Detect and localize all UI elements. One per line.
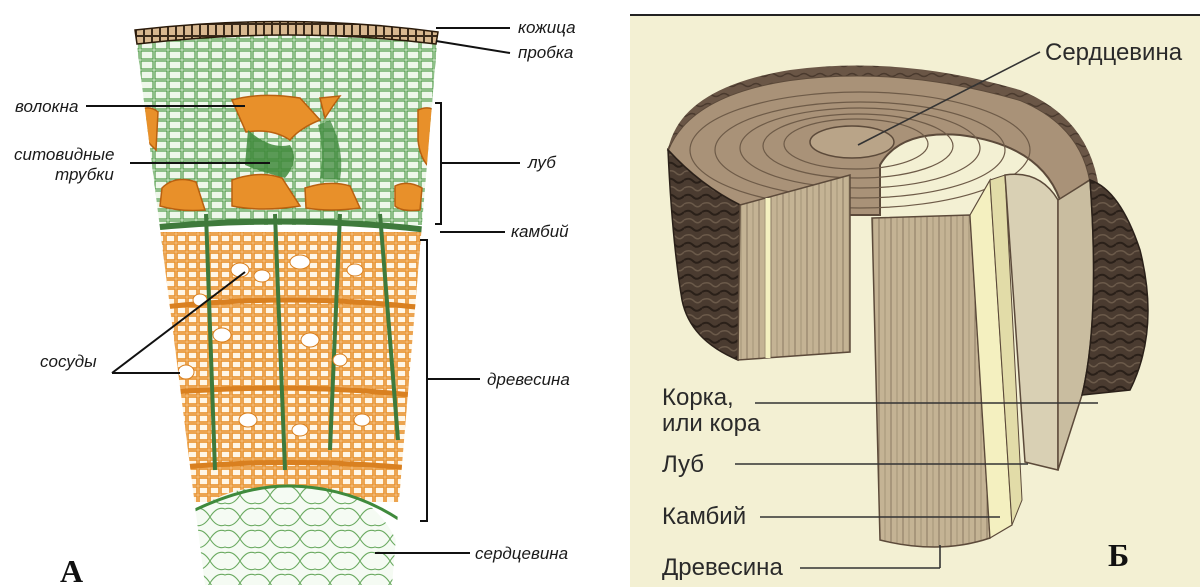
bracket-wood	[420, 240, 427, 521]
panel-b-trunk-3d: Сердцевина Корка, или кора Луб Камбий Др…	[630, 15, 1200, 587]
label-skin: кожица	[518, 18, 576, 37]
label-pith: сердцевина	[475, 544, 568, 563]
label-wood: Древесина	[662, 554, 783, 581]
pith-core	[810, 126, 894, 158]
label-cambium: Камбий	[662, 503, 746, 530]
label-cambium: камбий	[511, 222, 569, 241]
panel-a-tag: А	[60, 553, 83, 587]
label-pith: Сердцевина	[1045, 39, 1183, 66]
label-sieve-tubes-2: трубки	[55, 165, 114, 184]
label-bast: луб	[527, 153, 557, 172]
label-vessels: сосуды	[40, 352, 97, 371]
wood-cut-face	[738, 175, 850, 360]
label-wood: древесина	[487, 370, 570, 389]
panel-a-cross-section: кожица пробка волокна ситовидные трубки …	[14, 18, 576, 587]
wood-column	[872, 215, 990, 547]
label-bast: Луб	[662, 451, 704, 478]
label-cork: пробка	[518, 43, 573, 62]
label-sieve-tubes-1: ситовидные	[14, 145, 114, 164]
panel-b-tag: Б	[1108, 537, 1129, 573]
label-fibers: волокна	[15, 97, 78, 116]
bracket-bast	[435, 103, 441, 224]
label-bark-2: или кора	[662, 410, 761, 437]
label-bark-1: Корка,	[662, 384, 734, 411]
